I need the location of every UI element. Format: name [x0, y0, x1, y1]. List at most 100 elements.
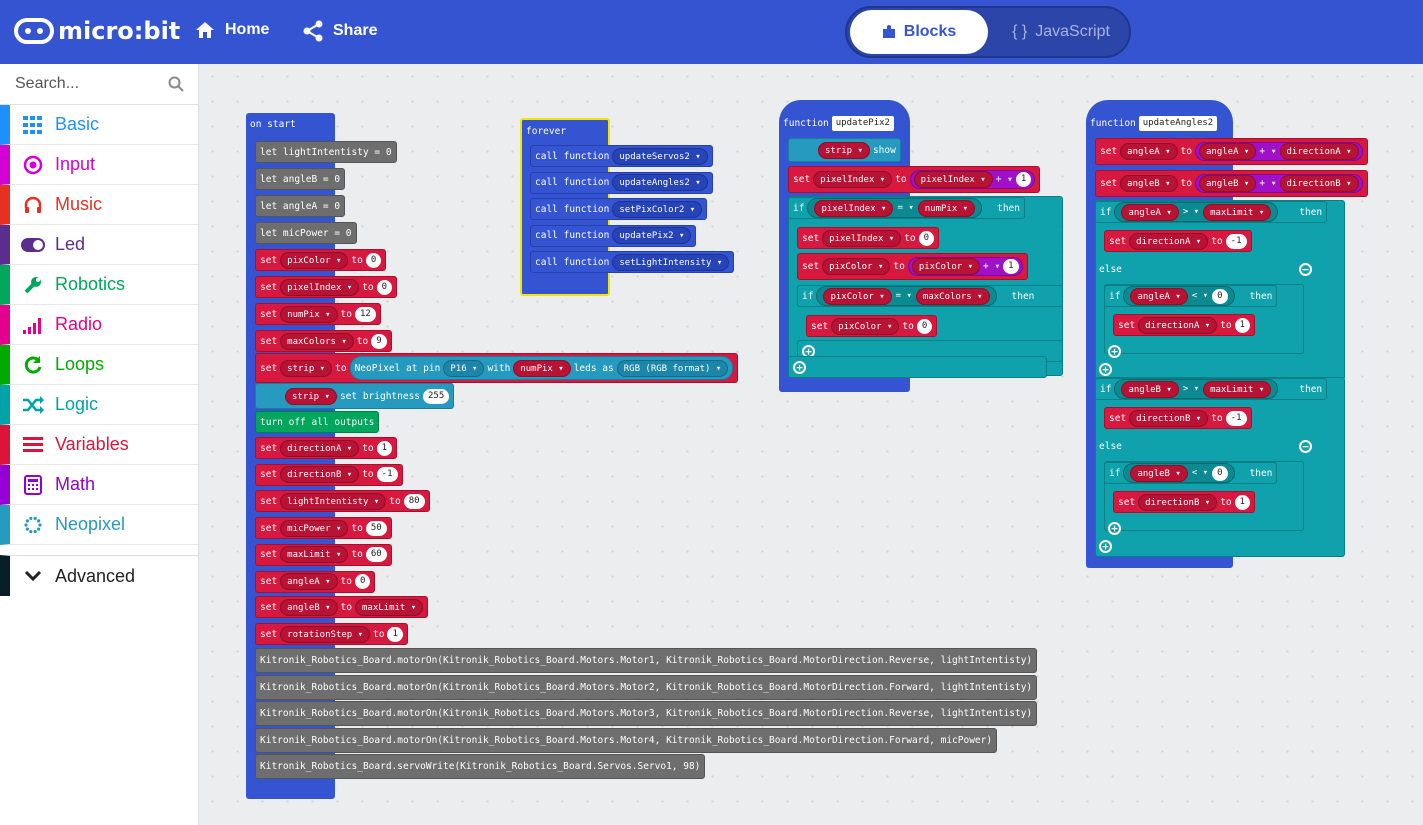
if-add-else[interactable]: + — [1104, 517, 1125, 539]
variable-dropdown[interactable]: angleB ▾ — [1121, 380, 1179, 398]
variable-dropdown[interactable]: pixColor ▾ — [823, 287, 892, 305]
if-add-else[interactable]: + — [1095, 535, 1116, 557]
let-block[interactable]: let lightIntentisty = 0 — [255, 141, 397, 163]
number-input[interactable]: 1 — [1234, 494, 1251, 510]
number-input[interactable]: 1 — [1003, 259, 1019, 274]
number-input[interactable]: -1 — [376, 467, 398, 483]
function-dropdown[interactable]: setLightIntensity ▾ — [612, 253, 730, 271]
toolbox-category-radio[interactable]: Radio — [0, 305, 198, 345]
else-label[interactable]: else− — [1095, 258, 1345, 280]
compare-expression[interactable]: pixColor ▾= ▾maxColors ▾ — [816, 286, 997, 306]
variable-dropdown[interactable]: maxLimit ▾ — [354, 598, 424, 616]
variable-dropdown[interactable]: angleA ▾ — [1121, 203, 1179, 221]
search-box[interactable]: Search... — [0, 64, 198, 105]
number-input[interactable]: 0 — [354, 574, 371, 589]
operator-dropdown[interactable]: + ▾ — [1259, 146, 1277, 157]
variable-dropdown[interactable]: angleA ▾ — [1198, 143, 1257, 160]
variable-dropdown[interactable]: strip ▾ — [280, 359, 333, 377]
number-input[interactable]: 9 — [371, 333, 387, 349]
variable-dropdown[interactable]: directionA ▾ — [280, 439, 360, 457]
toolbox-category-logic[interactable]: Logic — [0, 385, 198, 425]
variable-dropdown[interactable]: pixelIndex ▾ — [913, 171, 993, 188]
variable-dropdown[interactable]: angleA ▾ — [1130, 287, 1188, 305]
variable-dropdown[interactable]: angleB ▾ — [1130, 464, 1188, 482]
javascript-tab[interactable]: { }JavaScript — [997, 10, 1125, 54]
remove-icon[interactable]: − — [1298, 439, 1312, 453]
number-input[interactable]: 1 — [376, 440, 393, 456]
number-input[interactable]: -1 — [1225, 410, 1247, 426]
function-name-input[interactable]: updateAngles2 — [1138, 115, 1218, 131]
variable-dropdown[interactable]: angleA ▾ — [280, 573, 338, 590]
number-input[interactable]: -1 — [1225, 233, 1247, 249]
add-expression[interactable]: angleB ▾+ ▾directionB ▾ — [1194, 174, 1363, 193]
turn-off-outputs-block[interactable]: turn off all outputs — [255, 411, 380, 433]
function-dropdown[interactable]: setPixColor2 ▾ — [612, 200, 703, 218]
number-input[interactable]: 0 — [918, 230, 935, 246]
function-dropdown[interactable]: updatePix2 ▾ — [612, 227, 692, 244]
variable-dropdown[interactable]: maxColors ▾ — [280, 332, 354, 350]
search-icon[interactable] — [168, 76, 184, 92]
variable-dropdown[interactable]: strip ▾ — [285, 387, 337, 405]
variable-dropdown[interactable]: angleB ▾ — [1120, 175, 1178, 192]
blocks-tab[interactable]: Blocks — [850, 10, 988, 54]
variable-dropdown[interactable]: pixelIndex ▾ — [813, 171, 893, 188]
variable-dropdown[interactable]: maxColors ▾ — [915, 287, 990, 305]
variable-dropdown[interactable]: maxLimit ▾ — [1203, 203, 1272, 221]
toolbox-category-music[interactable]: Music — [0, 185, 198, 225]
variable-dropdown[interactable]: pixColor ▾ — [822, 258, 891, 275]
number-input[interactable]: 1 — [1234, 317, 1251, 333]
remove-icon[interactable]: − — [1298, 262, 1312, 276]
operator-dropdown[interactable]: + ▾ — [983, 261, 1001, 272]
variable-dropdown[interactable]: pixColor ▾ — [280, 251, 349, 269]
compare-expression[interactable]: angleB ▾< ▾0 — [1123, 463, 1235, 483]
operator-dropdown[interactable]: < ▾ — [1191, 291, 1209, 301]
toolbox-category-basic[interactable]: Basic — [0, 105, 198, 145]
variable-dropdown[interactable]: rotationStep ▾ — [280, 625, 371, 643]
number-input[interactable]: 12 — [354, 306, 376, 322]
add-icon[interactable]: + — [1099, 539, 1112, 553]
microbit-logo[interactable]: micro:bit — [14, 17, 180, 45]
toolbox-category-loops[interactable]: Loops — [0, 345, 198, 385]
variable-dropdown[interactable]: pixelIndex ▾ — [280, 278, 360, 296]
let-block[interactable]: let angleA = 0 — [255, 195, 346, 217]
variable-dropdown[interactable]: numPix ▾ — [280, 305, 338, 323]
variable-dropdown[interactable]: angleA ▾ — [1120, 143, 1178, 160]
motor-code-block[interactable]: Kitronik_Robotics_Board.motorOn(Kitronik… — [255, 727, 998, 753]
number-input[interactable]: 50 — [365, 520, 387, 536]
variable-dropdown[interactable]: directionA ▾ — [1138, 316, 1218, 334]
variable-dropdown[interactable]: pixelIndex ▾ — [814, 199, 894, 217]
home-button[interactable]: Home — [194, 20, 269, 40]
pin-dropdown[interactable]: P16 ▾ — [443, 359, 485, 377]
operator-dropdown[interactable]: < ▾ — [1191, 468, 1209, 478]
toolbox-category-neopixel[interactable]: Neopixel — [0, 505, 198, 545]
variable-dropdown[interactable]: directionA ▾ — [1279, 143, 1359, 160]
variable-dropdown[interactable]: directionB ▾ — [1279, 175, 1359, 192]
number-input[interactable]: 1 — [387, 626, 403, 642]
variable-dropdown[interactable]: micPower ▾ — [280, 519, 349, 537]
function-name-input[interactable]: updatePix2 — [831, 115, 894, 131]
variable-dropdown[interactable]: directionB ▾ — [1138, 493, 1218, 511]
add-icon[interactable]: + — [1099, 362, 1112, 376]
add-icon[interactable]: + — [1108, 521, 1121, 535]
variable-dropdown[interactable]: maxLimit ▾ — [1203, 380, 1272, 398]
number-input[interactable]: 60 — [365, 547, 387, 563]
let-block[interactable]: let angleB = 0 — [255, 168, 346, 190]
